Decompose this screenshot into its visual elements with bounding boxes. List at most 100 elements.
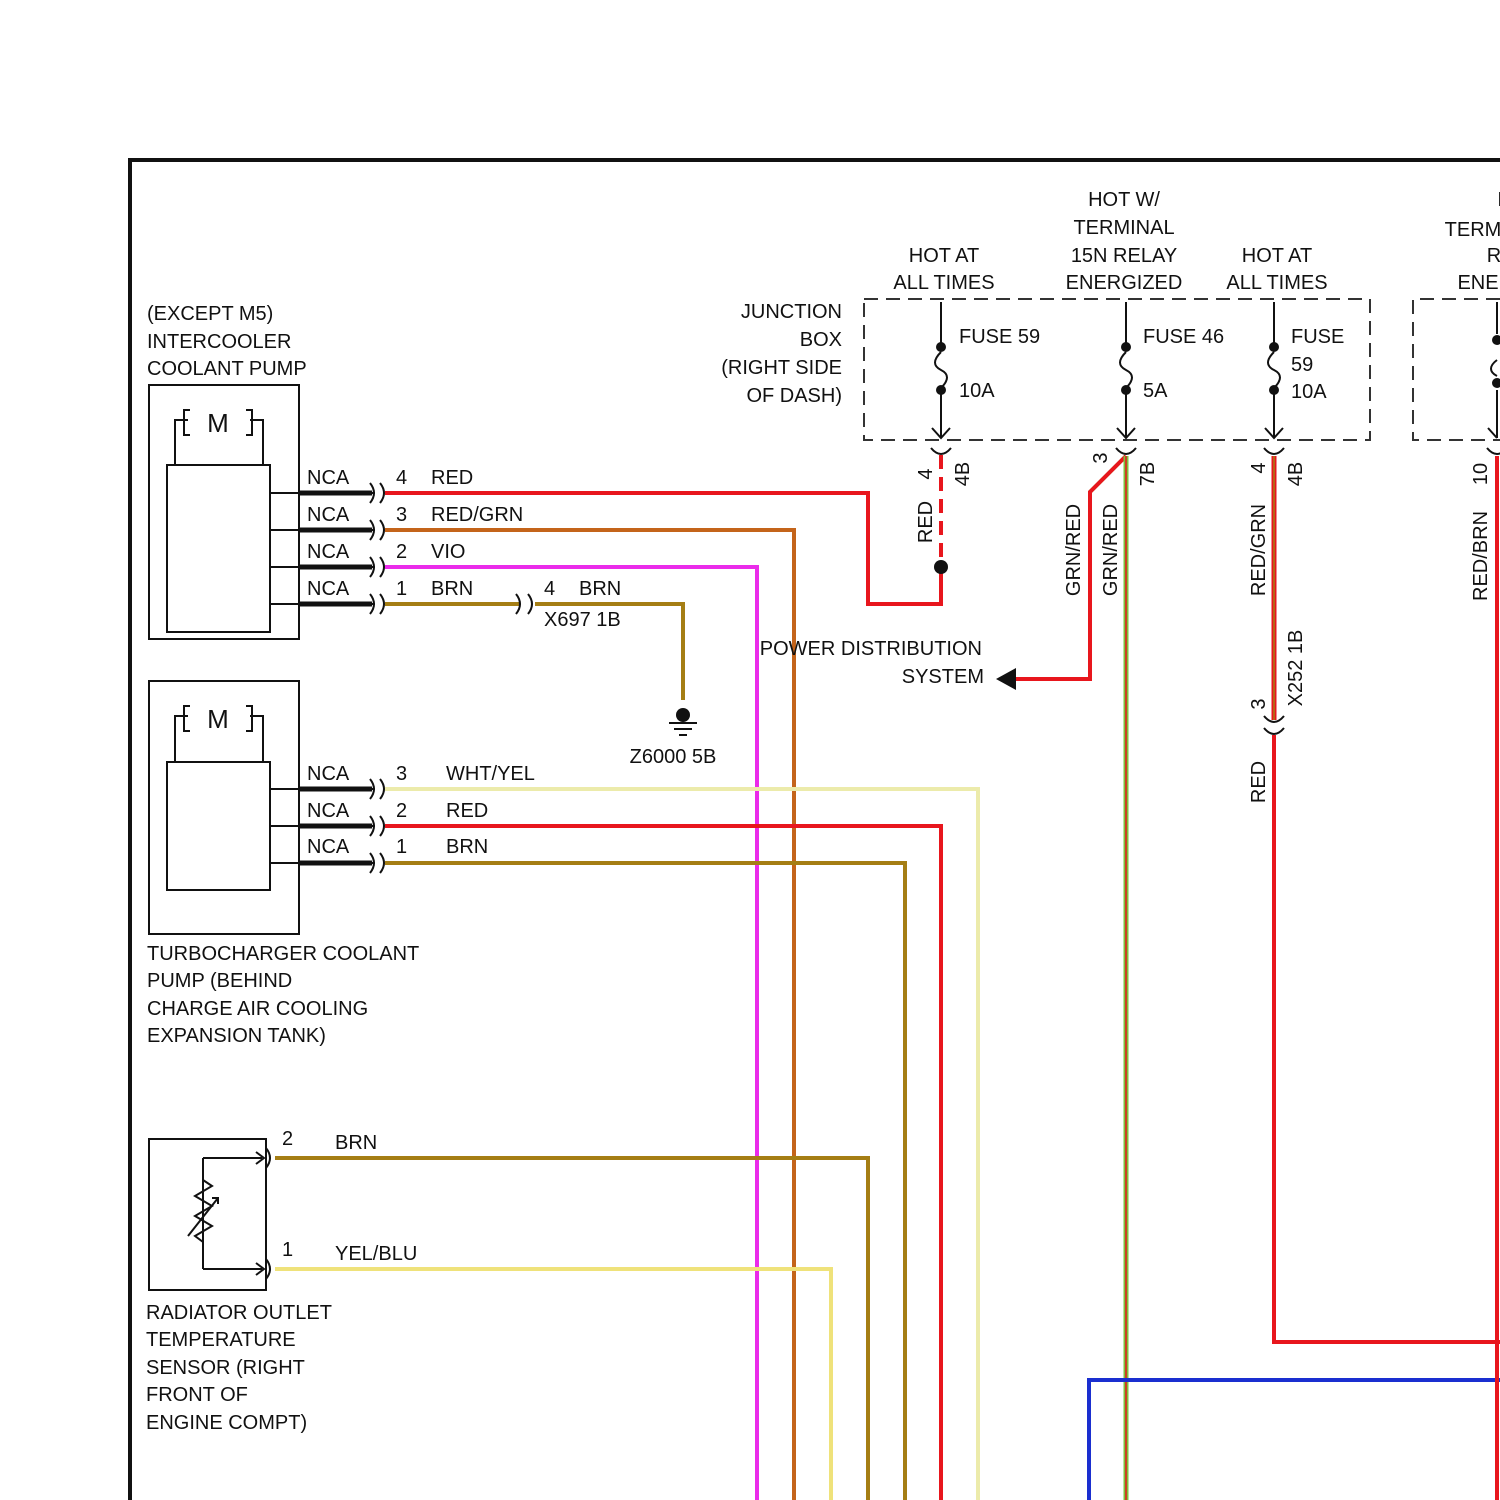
x252-label: X252 1B	[1285, 630, 1307, 707]
terminal-pin: 3	[1090, 452, 1112, 463]
fuse-right-cut	[1488, 302, 1500, 438]
intercooler-title-1: (EXCEPT M5)	[147, 303, 273, 325]
wire-turbo-wht-yel	[385, 789, 978, 1500]
jb-title-2: BOX	[800, 329, 842, 351]
right-cut-wire: RED/BRN	[1470, 511, 1492, 601]
wire-label: BRN	[335, 1132, 377, 1154]
fuse-46: FUSE 46 5A	[1117, 302, 1224, 438]
wire-sensor-brn	[275, 1158, 868, 1500]
wire-turbo-red	[385, 826, 941, 1500]
pin-nca: NCA	[307, 836, 350, 858]
pds-line-2: SYSTEM	[902, 666, 984, 688]
pin-nca: NCA	[307, 467, 350, 489]
header-2-line-3: 15N RELAY	[1071, 245, 1177, 267]
fuse-rating: 10A	[1291, 381, 1327, 403]
pin-number: 4	[396, 467, 407, 489]
turbo-title-4: EXPANSION TANK)	[147, 1025, 326, 1047]
terminal-labels: 4 4B RED 3 7B GRN/RED GRN/RED 4 4B RED/G…	[915, 452, 1492, 601]
sensor-title-2: TEMPERATURE	[146, 1329, 296, 1351]
intercooler-coolant-pump: (EXCEPT M5) INTERCOOLER COOLANT PUMP M N…	[147, 303, 523, 639]
jb-title-1: JUNCTION	[741, 301, 842, 323]
wire-intercooler-red-grn	[385, 530, 794, 1500]
jb-title-4: OF DASH)	[746, 385, 842, 407]
ground-label: Z6000 5B	[630, 746, 717, 768]
wire-sensor-yel-blu	[275, 1269, 831, 1500]
right-cut-header-4: ENE	[1457, 272, 1498, 294]
header-3-line-2: ALL TIMES	[1226, 272, 1327, 294]
terminal-conn: 4B	[952, 462, 974, 486]
wire-label: BRN	[446, 836, 488, 858]
motor-symbol: M	[207, 704, 229, 734]
terminal-conn: 7B	[1137, 462, 1159, 486]
terminal-pin: 4	[1248, 462, 1270, 473]
power-distribution-reference: POWER DISTRIBUTION SYSTEM	[760, 638, 1016, 690]
connector-x252: X252 1B 3 RED	[1248, 630, 1307, 803]
pin-number: 2	[396, 541, 407, 563]
sensor-title-4: FRONT OF	[146, 1384, 248, 1406]
wire-blu	[1089, 1380, 1500, 1500]
terminal-wire: RED	[915, 501, 937, 543]
header-1-line-2: ALL TIMES	[893, 272, 994, 294]
sensor-pin: 1	[282, 1239, 293, 1261]
terminal-wire: GRN/RED	[1063, 504, 1085, 596]
sensor-title-3: SENSOR (RIGHT	[146, 1357, 305, 1379]
pin-number: 1	[396, 836, 407, 858]
right-cut-header: I TERM R ENE	[1445, 189, 1500, 294]
wire-turbo-brn	[385, 863, 905, 1500]
x697-pin: 4	[544, 578, 555, 600]
right-cut-pin: 10	[1470, 463, 1492, 485]
x252-wire: RED	[1248, 761, 1270, 803]
fuse-name: FUSE 46	[1143, 326, 1224, 348]
sensor-pin: 2	[282, 1128, 293, 1150]
fuse-rating: 5A	[1143, 380, 1168, 402]
junction-box: JUNCTION BOX (RIGHT SIDE OF DASH) HOT AT…	[721, 189, 1500, 454]
turbo-title-3: CHARGE AIR COOLING	[147, 998, 368, 1020]
wire-x252-red	[1274, 735, 1500, 1342]
fuse-rating: 10A	[959, 380, 995, 402]
wire-intercooler-vio	[385, 567, 757, 1500]
pin-number: 2	[396, 800, 407, 822]
wire-label: RED/GRN	[431, 504, 523, 526]
splice-dot	[934, 560, 948, 574]
header-1-line-1: HOT AT	[909, 245, 979, 267]
x252-pin: 3	[1248, 698, 1270, 709]
pin-number: 3	[396, 763, 407, 785]
radiator-outlet-temperature-sensor: 2 BRN 1 YEL/BLU RADIATOR OUTLET TEMPERAT…	[146, 1128, 417, 1434]
header-3-line-1: HOT AT	[1242, 245, 1312, 267]
terminal-conn: 4B	[1285, 462, 1307, 486]
pin-nca: NCA	[307, 800, 350, 822]
turbo-title-2: PUMP (BEHIND	[147, 970, 292, 992]
header-2-line-2: TERMINAL	[1073, 217, 1174, 239]
pin-nca: NCA	[307, 763, 350, 785]
motor-symbol: M	[207, 408, 229, 438]
intercooler-title-2: INTERCOOLER	[147, 331, 291, 353]
header-2-line-1: HOT W/	[1088, 189, 1160, 211]
wire-label: VIO	[431, 541, 465, 563]
x697-label: X697 1B	[544, 609, 621, 631]
header-2-line-4: ENERGIZED	[1066, 272, 1183, 294]
pin-nca: NCA	[307, 541, 350, 563]
jb-title-3: (RIGHT SIDE	[721, 357, 842, 379]
right-cut-header-3: R	[1487, 245, 1500, 267]
wire-label: RED	[431, 467, 473, 489]
fuse-name: FUSE	[1291, 326, 1344, 348]
x697-wire: BRN	[579, 578, 621, 600]
turbo-title-1: TURBOCHARGER COOLANT	[147, 943, 419, 965]
wire-label: WHT/YEL	[446, 763, 535, 785]
terminal-wire: RED/GRN	[1248, 504, 1270, 596]
pds-line-1: POWER DISTRIBUTION	[760, 638, 982, 660]
pin-number: 1	[396, 578, 407, 600]
wire-label: YEL/BLU	[335, 1243, 417, 1265]
fuse-59-right: FUSE 59 10A	[1265, 302, 1344, 438]
wire-label: BRN	[431, 578, 473, 600]
fuse-name: 59	[1291, 354, 1313, 376]
terminal-wire: GRN/RED	[1100, 504, 1122, 596]
terminal-pin: 4	[915, 468, 937, 479]
intercooler-title-3: COOLANT PUMP	[147, 358, 307, 380]
sensor-title-5: ENGINE COMPT)	[146, 1412, 307, 1434]
wire-label: RED	[446, 800, 488, 822]
ground-symbol: Z6000 5B	[630, 708, 717, 768]
pin-number: 3	[396, 504, 407, 526]
intercooler-pins: NCA 4 RED NCA 3 RED/GRN NCA 2 VIO NCA 1 …	[270, 467, 523, 614]
